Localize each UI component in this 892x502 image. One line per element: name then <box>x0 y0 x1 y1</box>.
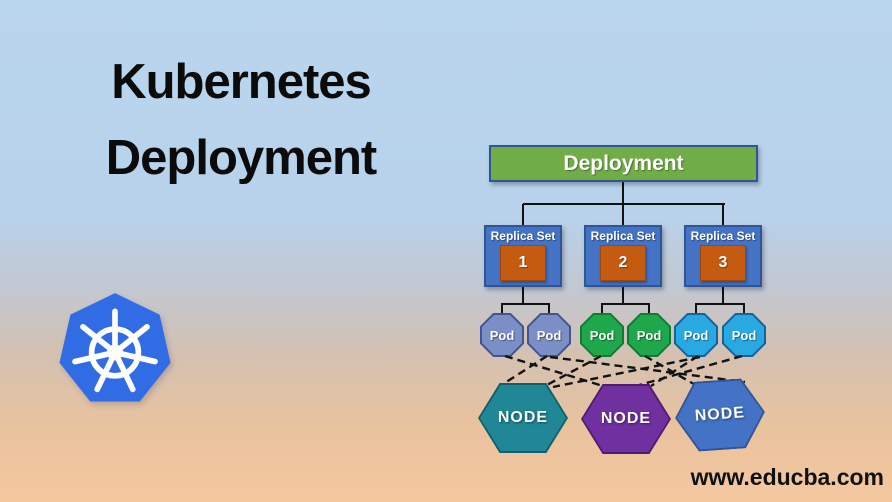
replica-set-2-label: Replica Set <box>590 229 656 243</box>
page-title: Kubernetes Deployment <box>36 44 446 196</box>
connector-drop-pod6 <box>743 304 745 315</box>
pod-6: Pod <box>722 313 766 357</box>
node-1-hexagon: NODE <box>478 383 568 453</box>
watermark-url: www.educba.com <box>690 464 884 490</box>
connector-drop-pod1 <box>501 304 503 315</box>
connector-rs2-stem <box>622 287 624 304</box>
connector-drop-rs1 <box>522 204 524 225</box>
pod-4: Pod <box>627 313 671 357</box>
pod-5: Pod <box>674 313 718 357</box>
pod-1-label: Pod <box>482 315 522 355</box>
pod-2-label: Pod <box>529 315 569 355</box>
connector-deployment-stem <box>622 182 624 204</box>
pod-3: Pod <box>580 313 624 357</box>
title-line-2: Deployment <box>105 131 377 185</box>
node-2-label: NODE <box>583 386 669 452</box>
pod-1: Pod <box>480 313 524 357</box>
connector-rs1-stem <box>522 287 524 304</box>
connector-drop-pod5 <box>695 304 697 315</box>
node-3-hexagon: NODE <box>673 377 768 453</box>
pod-4-label: Pod <box>629 315 669 355</box>
connector-drop-rs3 <box>722 204 724 225</box>
connector-branch-horizontal <box>523 203 725 205</box>
connector-drop-rs2 <box>622 204 624 225</box>
pod-3-label: Pod <box>582 315 622 355</box>
connector-drop-pod2 <box>548 304 550 315</box>
replica-set-1-label: Replica Set <box>490 229 556 243</box>
replica-set-2-box: Replica Set 2 <box>584 225 662 287</box>
pod-2: Pod <box>527 313 571 357</box>
node-3-label: NODE <box>675 379 765 451</box>
connector-drop-pod3 <box>601 304 603 315</box>
replica-set-2-number: 2 <box>600 245 646 281</box>
node-2-hexagon: NODE <box>581 384 671 454</box>
connector-rs3-branch <box>695 303 745 305</box>
replica-set-1-number: 1 <box>500 245 546 281</box>
deployment-label: Deployment <box>563 151 684 175</box>
pod-6-label: Pod <box>724 315 764 355</box>
node-1-label: NODE <box>480 385 566 451</box>
connector-drop-pod4 <box>648 304 650 315</box>
replica-set-1-box: Replica Set 1 <box>484 225 562 287</box>
connector-rs2-branch <box>601 303 650 305</box>
deployment-box: Deployment <box>489 145 758 182</box>
title-line-1: Kubernetes <box>111 55 372 109</box>
replica-set-3-label: Replica Set <box>690 229 756 243</box>
connector-rs3-stem <box>722 287 724 304</box>
connector-rs1-branch <box>501 303 550 305</box>
pod-5-label: Pod <box>676 315 716 355</box>
replica-set-3-number: 3 <box>700 245 746 281</box>
replica-set-3-box: Replica Set 3 <box>684 225 762 287</box>
kubernetes-logo-icon <box>59 293 171 402</box>
